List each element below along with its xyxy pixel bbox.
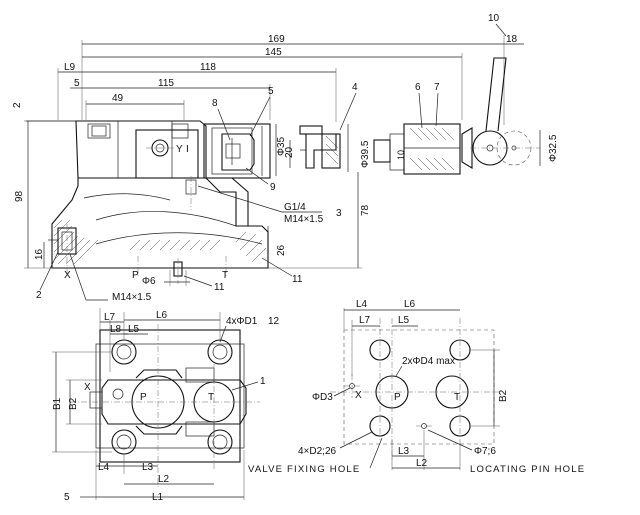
dim-2-top: 2 [12, 102, 23, 108]
callout-19: 11 [292, 274, 303, 285]
thread-m14: M14×1.5 [284, 214, 324, 225]
callout-8: 8 [212, 98, 218, 109]
dim-l9: L9 [64, 62, 76, 73]
dim-49: 49 [112, 93, 124, 104]
thread-bottom: M14×1.5 [112, 292, 152, 303]
dim-169: 169 [268, 34, 285, 45]
front-l7: L7 [104, 312, 116, 323]
front-l8: L8 [110, 324, 122, 335]
dim-10: 10 [396, 150, 406, 160]
dim-145: 145 [265, 47, 282, 58]
front-l6: L6 [156, 310, 168, 321]
callout-5: 5 [268, 86, 274, 97]
front-l1: L1 [152, 492, 164, 503]
callout-3: 3 [336, 208, 342, 219]
mp-l3: L3 [398, 446, 410, 457]
front-l5: L5 [128, 324, 140, 335]
port-p-front: P [140, 392, 147, 403]
callout-4: 4 [352, 82, 358, 93]
front-l2: L2 [158, 474, 170, 485]
mp-b2: B2 [498, 389, 509, 402]
dim-phi39: Φ39.5 [360, 140, 371, 168]
front-holes: 4xΦD1 [226, 316, 258, 327]
dim-18: 18 [506, 34, 518, 45]
mp-l5: L5 [398, 315, 410, 326]
mp-port-p: P [394, 392, 401, 403]
port-i-label: I [186, 144, 189, 155]
dim-phi32: Φ32.5 [548, 134, 559, 162]
dim-phi6: Φ6 [142, 276, 156, 287]
callout-9: 9 [270, 182, 276, 193]
dim-118: 118 [200, 62, 216, 73]
front-5: 5 [64, 492, 70, 503]
mp-port-t: T [454, 392, 460, 403]
mp-d4: 2xΦD4 max [402, 356, 455, 367]
dim-16: 16 [34, 248, 45, 260]
port-y-label: Y [176, 144, 183, 155]
dim-20: 20 [284, 146, 295, 158]
port-p-side: P [132, 270, 139, 281]
port-t-front: T [208, 392, 214, 403]
mp-l7: L7 [359, 315, 371, 326]
mounting-pattern: X P T L4 L6 L7 L5 2xΦD4 max ΦD3 B2 L3 L2… [248, 299, 585, 475]
dim-26: 26 [276, 244, 287, 256]
callout-6: 6 [415, 82, 421, 93]
front-l4: L4 [98, 462, 110, 473]
caption-locating-pin: LOCATING PIN HOLE [470, 464, 585, 475]
dim-115: 115 [158, 78, 174, 89]
mp-l6: L6 [404, 299, 416, 310]
callout-1: 1 [260, 376, 266, 387]
front-view: P T X L7 L8 L5 L6 4xΦD1 12 1 B1 B2 [52, 308, 280, 503]
mp-port-x: X [355, 390, 362, 401]
callout-11b: 11 [214, 282, 225, 293]
mp-l4: L4 [356, 299, 368, 310]
side-view: 169 145 118 115 49 L9 5 18 10 98 2 16 [12, 13, 559, 303]
front-b1: B1 [52, 397, 63, 410]
port-x-side: X [64, 270, 71, 281]
thread-g14: G1/4 [284, 202, 306, 213]
port-t-side: T [222, 270, 228, 281]
dim-98: 98 [14, 190, 25, 202]
callout-12: 12 [268, 316, 280, 327]
callout-10: 10 [488, 13, 500, 24]
mp-d3: ΦD3 [312, 392, 333, 403]
mp-l2: L2 [416, 458, 428, 469]
callout-7: 7 [434, 82, 440, 93]
front-b2: B2 [68, 397, 79, 410]
mp-pin: Φ7;6 [474, 446, 496, 457]
port-x-front: X [84, 382, 91, 393]
mp-d2: 4×D2;26 [298, 446, 337, 457]
dim-5: 5 [74, 78, 80, 89]
dim-phi35: Φ35 [276, 136, 287, 156]
callout-2-bottom: 2 [36, 290, 42, 301]
dim-78: 78 [360, 204, 371, 216]
caption-valve-fixing: VALVE FIXING HOLE [248, 464, 360, 475]
front-l3: L3 [142, 462, 154, 473]
